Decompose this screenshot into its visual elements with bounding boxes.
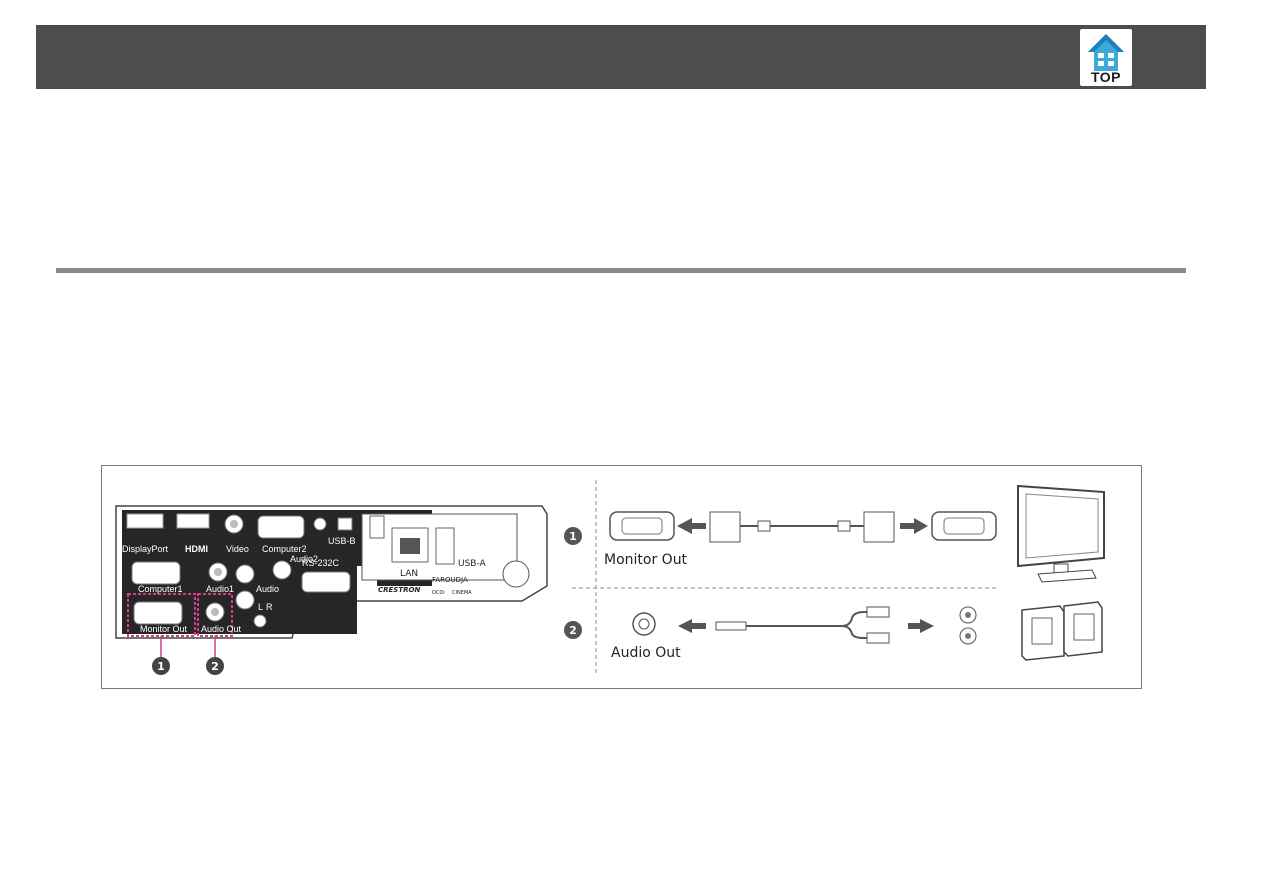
- usb-b-label: USB-B: [328, 536, 356, 546]
- callout-1-panel: 1: [157, 660, 165, 673]
- usb-a-label: USB-A: [458, 559, 487, 569]
- cinema-logo: CINEMA: [452, 590, 472, 596]
- arrow-right-icon: [908, 619, 934, 633]
- audio2-label: Audio2: [290, 554, 318, 564]
- rs232c-label: RS-232C: [302, 558, 340, 568]
- monitor-out-label: Monitor Out: [604, 552, 688, 568]
- connection-diagram: DisplayPort HDMI Video Computer2 USB-B C…: [101, 465, 1142, 689]
- faroudja-logo: FAROUDJA: [432, 576, 468, 584]
- arrow-right-icon: [900, 518, 928, 534]
- audio-label: Audio: [256, 584, 279, 594]
- audio1-label: Audio1: [206, 584, 234, 594]
- lan-label: LAN: [400, 569, 418, 579]
- audio-r-label: R: [266, 602, 273, 612]
- monitor-icon: [1017, 484, 1105, 583]
- monitor-connection-row: 1 Monitor Out: [564, 484, 1105, 583]
- arrow-left-icon: [678, 619, 706, 633]
- audio-out-label: Audio Out: [611, 645, 681, 661]
- top-label: TOP: [1090, 69, 1122, 85]
- audio-l-label: L: [258, 602, 263, 612]
- speakers-icon: [1021, 601, 1103, 661]
- computer2-label: Computer2: [262, 544, 307, 554]
- crestron-logo: CRESTRON: [378, 586, 420, 594]
- displayport-label: DisplayPort: [122, 544, 169, 554]
- callout-2: 2: [569, 624, 577, 637]
- callout-2-panel: 2: [211, 660, 219, 673]
- projector-panel: DisplayPort HDMI Video Computer2 USB-B C…: [115, 505, 548, 675]
- computer1-label: Computer1: [138, 584, 183, 594]
- audio-out-port-label: Audio Out: [201, 624, 242, 634]
- home-icon: [1088, 34, 1124, 71]
- header-bar: [36, 25, 1206, 89]
- audio-connection-row: 2 Audio Out: [564, 601, 1103, 661]
- callout-1: 1: [569, 530, 577, 543]
- hdmi-label: HDMI: [185, 544, 208, 554]
- arrow-left-icon: [677, 518, 706, 534]
- top-button[interactable]: TOP: [1080, 29, 1132, 86]
- section-divider: [56, 268, 1186, 273]
- video-label: Video: [226, 544, 249, 554]
- dcdi-logo: DCDi: [432, 590, 445, 596]
- monitor-out-port-label: Monitor Out: [140, 624, 188, 634]
